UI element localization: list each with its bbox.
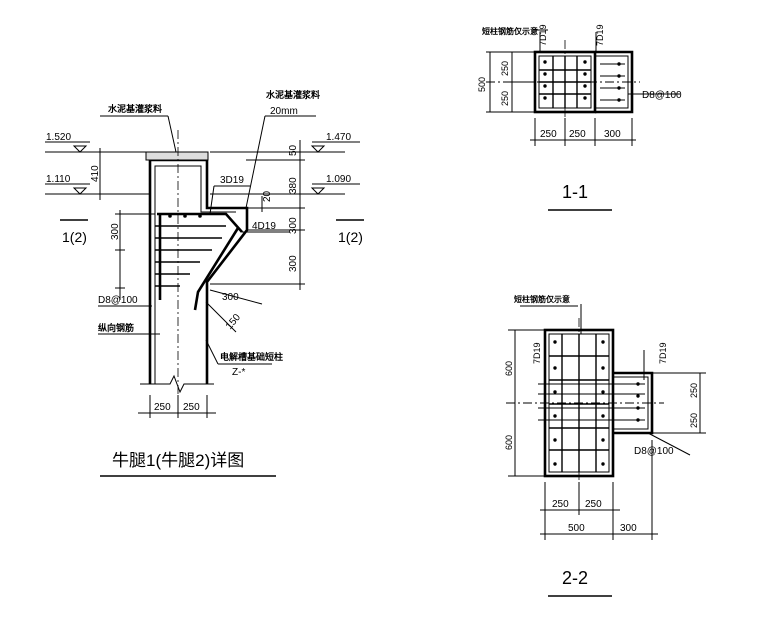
section-2-corbel <box>613 371 654 435</box>
dim-250-a: 250 <box>154 402 171 413</box>
rebar-4d19: 4D19 <box>252 221 276 232</box>
section-2-dim-500: 500 <box>568 523 585 534</box>
elev-1520: 1.520 <box>46 132 71 143</box>
section-1-dim-300: 300 <box>604 129 621 140</box>
section-1-rebars <box>539 56 625 108</box>
cement-grout-top <box>145 151 209 161</box>
rebar-3d19: 3D19 <box>220 175 244 186</box>
dim-380: 380 <box>288 177 299 194</box>
long-bar-label: 纵向钢筋 <box>98 322 134 334</box>
section-1-dim-250-v2: 250 <box>500 91 510 106</box>
elev-1110: 1.110 <box>46 174 71 185</box>
section-1-note: 短柱钢筋仅示意 <box>482 26 538 36</box>
section-2-rebar-a: 7D19 <box>532 342 542 364</box>
section-2-rebar-b: 7D19 <box>658 342 668 364</box>
column-code: Z-* <box>232 367 245 378</box>
section-mark-right: 1(2) <box>338 229 363 245</box>
section-1-rebar-b: 7D19 <box>595 24 605 46</box>
section-2-stirrup: D8@100 <box>634 446 674 457</box>
section-2-dim-250-r1: 250 <box>689 383 699 398</box>
elevation-markers <box>45 141 360 195</box>
dim-410: 410 <box>90 165 101 182</box>
leaders <box>98 115 316 365</box>
dim-20: 20 <box>262 190 273 202</box>
section-1-stirrup: D8@100 <box>642 90 682 101</box>
section-1-rebar-a: 7D19 <box>538 24 548 46</box>
section-2-note: 短柱钢筋仅示意 <box>514 294 570 304</box>
section-1-dim-250-h1: 250 <box>540 129 557 140</box>
elev-1090: 1.090 <box>326 174 351 185</box>
column-inner-outline <box>154 165 236 384</box>
diag-dim-300 <box>209 289 263 305</box>
elev-1470: 1.470 <box>326 132 351 143</box>
right-dimensions <box>210 140 305 290</box>
corbel-rebars <box>155 212 243 311</box>
section-1-title: 1-1 <box>562 182 588 202</box>
corbel-detail: 水泥基灌浆料 水泥基灌浆料 20mm 1.520 1.110 1.470 1.0… <box>45 89 364 477</box>
section-2-title: 2-2 <box>562 568 588 588</box>
section-1-dim-500: 500 <box>477 77 487 92</box>
section-1-1: 短柱钢筋仅示意 7D19 7D19 500 250 250 D8@100 250… <box>477 24 682 211</box>
section-2-2: 短柱钢筋仅示意 7D19 7D19 600 600 250 250 D8@100… <box>504 294 706 597</box>
section-2-dim-600-bot: 600 <box>504 435 514 450</box>
column-label: 电解槽基础短柱 <box>220 351 283 363</box>
section-1-dim-250-v1: 250 <box>500 61 510 76</box>
cement-label-1: 水泥基灌浆料 <box>108 103 162 115</box>
stirrup-label: D8@100 <box>98 295 138 306</box>
dim-150: 150 <box>224 312 243 332</box>
section-1-corbel <box>595 50 634 114</box>
left-dimensions <box>99 148 155 300</box>
section-2-dim-250-h1: 250 <box>552 499 569 510</box>
bottom-dimensions <box>138 395 216 418</box>
cement-thickness: 20mm <box>270 106 298 117</box>
dim-300-left: 300 <box>110 223 121 240</box>
dim-300-r1: 300 <box>288 217 299 234</box>
dim-50: 50 <box>288 144 299 156</box>
dim-250-b: 250 <box>183 402 200 413</box>
dim-300-r2: 300 <box>288 255 299 272</box>
section-2-dim-600-top: 600 <box>504 361 514 376</box>
break-line <box>140 374 214 394</box>
diag-dim-150 <box>205 301 237 333</box>
detail-title: 牛腿1(牛腿2)详图 <box>112 451 244 470</box>
section-mark-left: 1(2) <box>62 229 87 245</box>
section-2-dim-300: 300 <box>620 523 637 534</box>
cement-label-2: 水泥基灌浆料 <box>266 89 320 101</box>
section-2-dim-250-r2: 250 <box>689 413 699 428</box>
section-2-dim-250-h2: 250 <box>585 499 602 510</box>
dim-300-diag: 300 <box>222 292 239 303</box>
section-1-dim-250-h2: 250 <box>569 129 586 140</box>
